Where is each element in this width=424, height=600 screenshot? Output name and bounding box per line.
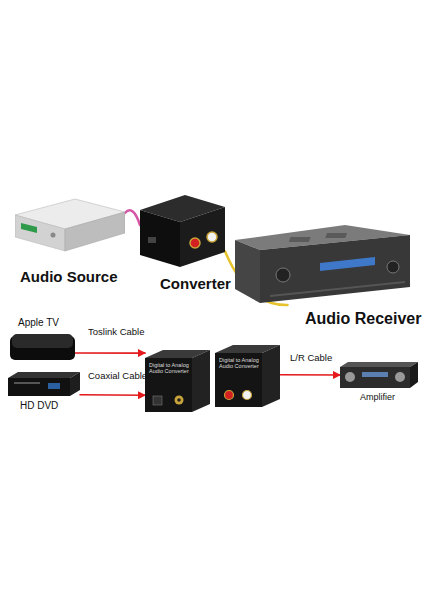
shape-part — [8, 372, 80, 378]
shape-part — [14, 382, 40, 384]
converter-back: Digital to Analog Audio Converter — [215, 345, 280, 407]
device-shape — [235, 225, 410, 305]
signal-arrow — [80, 394, 145, 396]
shape-part — [177, 398, 181, 402]
shape-part — [190, 238, 200, 248]
shape-part — [215, 353, 262, 407]
optical-cable — [125, 210, 140, 225]
cable-label: Coaxial Cable — [88, 370, 147, 381]
device-label: Audio Source — [20, 268, 118, 285]
shape-part — [395, 372, 405, 382]
panel-print: Digital to Analog Audio Converter — [219, 357, 259, 370]
panel-print: Digital to Analog Audio Converter — [149, 362, 189, 375]
shape-part — [65, 212, 125, 251]
shape-part — [21, 223, 37, 233]
shape-part — [180, 207, 225, 267]
audio-source-device: Audio Source — [15, 195, 125, 255]
device-shape — [8, 372, 80, 396]
shape-part — [175, 396, 184, 405]
shape-part — [70, 372, 80, 396]
shape-part — [235, 240, 260, 303]
device-shape — [140, 195, 225, 270]
signal-arrow — [280, 374, 340, 376]
amplifier-device: Amplifier — [340, 362, 418, 388]
converter-box: Converter — [140, 195, 225, 270]
audio-receiver-device: Audio Receiver — [235, 225, 410, 305]
shape-part — [140, 210, 180, 267]
device-shape — [145, 350, 210, 412]
shape-part — [8, 378, 70, 396]
shape-part — [289, 237, 311, 242]
device-shape — [15, 195, 125, 255]
shape-part — [340, 367, 410, 388]
signal-arrow — [75, 352, 145, 354]
shape-part — [270, 281, 405, 297]
converter-front: Digital to Analog Audio Converter — [145, 350, 210, 412]
cable-label: L/R Cable — [290, 352, 332, 363]
device-label: Audio Receiver — [305, 310, 421, 328]
shape-part — [262, 345, 280, 407]
shape-part — [51, 233, 56, 238]
shape-part — [148, 237, 156, 243]
shape-part — [145, 358, 192, 412]
shape-part — [410, 362, 418, 388]
shape-part — [276, 268, 290, 282]
shape-part — [325, 233, 347, 238]
shape-part — [15, 215, 65, 251]
apple-tv-device: Apple TV — [10, 332, 75, 360]
device-label: Converter — [160, 275, 231, 292]
shape-part — [340, 362, 418, 367]
shape-part — [243, 391, 252, 400]
cable-label: Toslink Cable — [88, 326, 145, 337]
device-shape — [10, 332, 75, 360]
shape-part — [12, 334, 73, 348]
hd-dvd-player: HD DVD — [8, 372, 80, 396]
shape-part — [192, 350, 210, 412]
shape-part — [362, 372, 388, 377]
device-shape — [215, 345, 280, 407]
shape-part — [207, 232, 217, 242]
shape-part — [153, 396, 162, 405]
device-label: Apple TV — [18, 317, 59, 329]
shape-part — [260, 235, 410, 303]
shape-part — [320, 257, 375, 271]
device-label: HD DVD — [20, 400, 58, 412]
shape-part — [345, 372, 355, 382]
device-shape — [340, 362, 418, 388]
shape-part — [387, 261, 399, 273]
shape-part — [48, 383, 60, 389]
shape-part — [225, 391, 234, 400]
device-label: Amplifier — [360, 392, 395, 402]
